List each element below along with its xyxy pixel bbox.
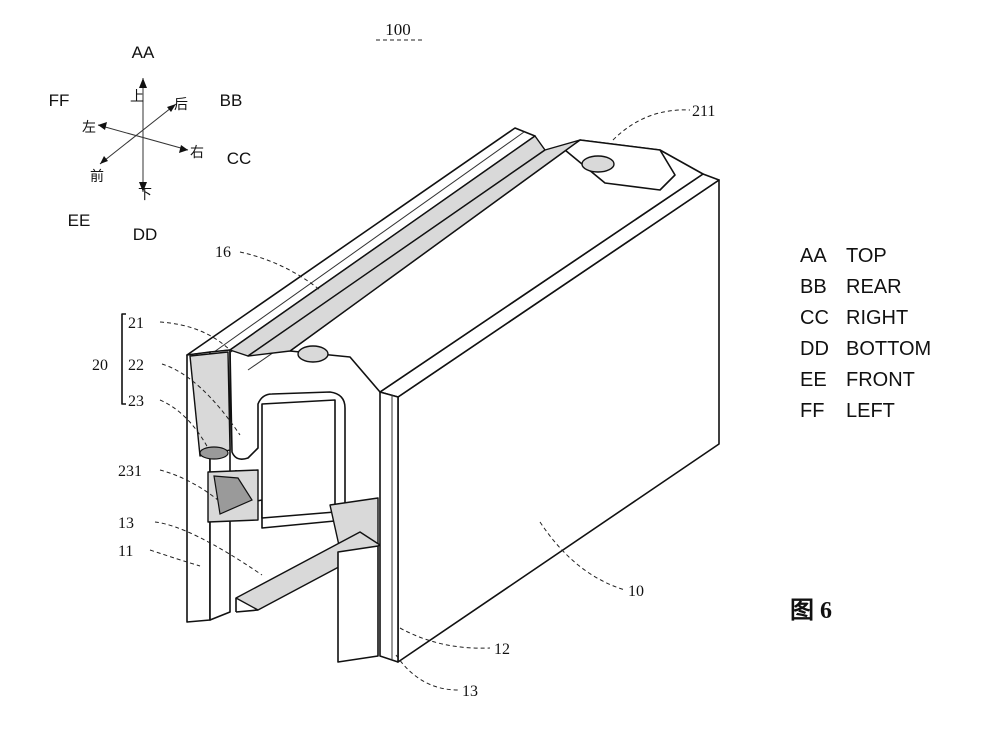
ref-13-upper: 13 [118, 515, 134, 532]
ref-10: 10 [628, 583, 644, 600]
legend-code: BB [800, 276, 827, 298]
legend-meaning: LEFT [846, 400, 895, 422]
compass-top-char: 上 [130, 89, 144, 105]
legend-meaning: BOTTOM [846, 338, 931, 360]
web-inner-box [262, 400, 335, 518]
direction-compass: AA BB CC DD EE FF 上 后 右 下 前 左 [49, 43, 252, 244]
figure-caption: 图 6 [790, 597, 832, 624]
direction-legend: AA TOP BB REAR CC RIGHT DD BOTTOM EE FRO… [800, 245, 931, 422]
group-bracket-20 [122, 314, 126, 404]
compass-left-char: 左 [82, 120, 96, 136]
compass-front-code: EE [68, 211, 91, 230]
legend-meaning: RIGHT [846, 307, 908, 329]
figure-number: 100 [385, 20, 411, 39]
legend-meaning: REAR [846, 276, 902, 298]
ref-11: 11 [118, 543, 133, 560]
web-12 [380, 392, 398, 662]
compass-front-char: 前 [90, 168, 104, 185]
web-12-lower [338, 546, 378, 662]
legend-code: CC [800, 307, 829, 329]
compass-bottom-char: 下 [138, 188, 152, 203]
extrusion-profile-drawing [187, 128, 719, 662]
compass-left-code: FF [49, 91, 70, 110]
legend-meaning: TOP [846, 245, 887, 267]
legend-code: EE [800, 369, 827, 391]
compass-right-code: CC [227, 149, 252, 168]
compass-right-char: 右 [190, 145, 204, 161]
compass-top-code: AA [132, 43, 155, 62]
compass-bottom-code: DD [133, 225, 158, 244]
compass-rear-code: BB [220, 91, 243, 110]
ref-12: 12 [494, 641, 510, 658]
legend-meaning: FRONT [846, 369, 915, 391]
compass-rear-char: 后 [174, 97, 188, 113]
ref-211: 211 [692, 103, 715, 120]
legend-code: DD [800, 338, 829, 360]
ref-13-lower: 13 [462, 683, 478, 700]
ref-22: 22 [128, 357, 144, 374]
hole-211 [582, 156, 614, 172]
ref-16: 16 [215, 244, 231, 261]
legend-code: FF [800, 400, 824, 422]
hole-front [298, 346, 328, 362]
ref-23: 23 [128, 393, 144, 410]
ref-20: 20 [92, 357, 108, 374]
legend-code: AA [800, 245, 827, 267]
ref-21: 21 [128, 315, 144, 332]
ref-231: 231 [118, 463, 142, 480]
